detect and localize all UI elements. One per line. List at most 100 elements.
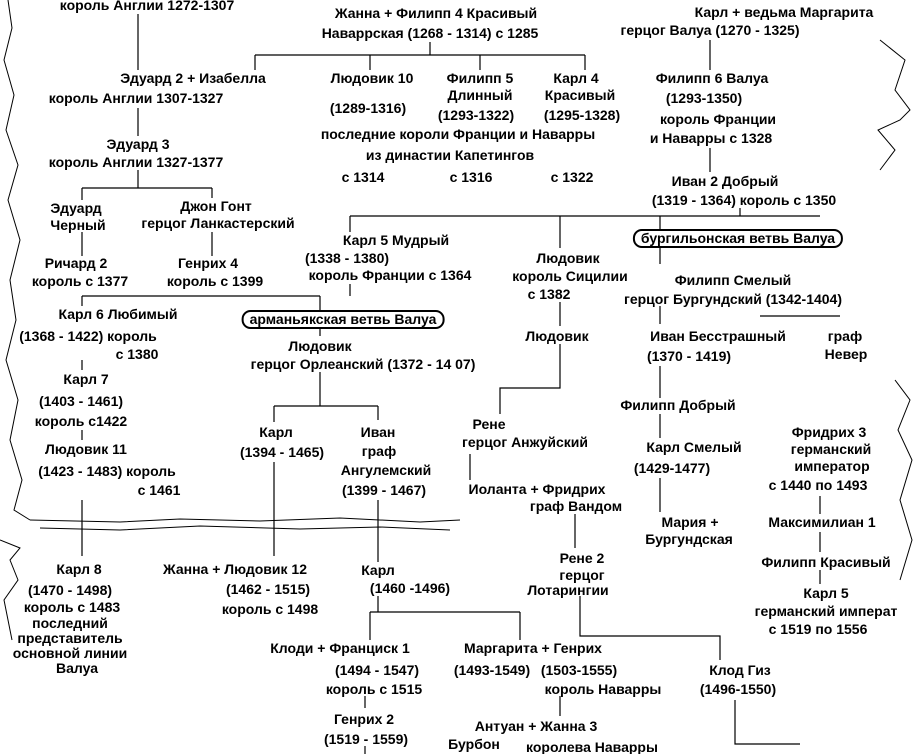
philip6-title-2: и Наварры с 1328: [649, 130, 773, 146]
rene-2: герцог Анжуйский: [462, 434, 588, 450]
line-guise-down: [734, 700, 800, 745]
charles8-t5: Валуа: [56, 660, 98, 676]
line-john2-children: [349, 208, 820, 264]
francis-since: король с 1515: [325, 681, 423, 697]
charles7-since: король с1422: [34, 413, 128, 429]
torn-edge-right: [877, 39, 911, 171]
philip5-a: Филипп 5: [446, 70, 514, 86]
edward2: Эдуард 2 + Изабелла: [120, 70, 266, 86]
capet-last-1: последние короли Франции и Наварры: [320, 126, 596, 142]
john-ang-2: граф: [361, 443, 397, 459]
claude-guise: Клод Гиз: [709, 662, 771, 678]
louis10: Людовик 10: [330, 70, 414, 86]
charles6: Карл 6 Любимый: [58, 306, 178, 322]
charles5: Карл 5 Мудрый: [342, 232, 450, 248]
frederick3-3: император: [794, 458, 870, 474]
louis12-since: король с 1498: [221, 601, 319, 617]
margarita-henry: Маргарита + Генрих: [464, 640, 602, 656]
claude-francis: Клоди + Франциск 1: [270, 640, 410, 656]
maximilian: Максимилиан 1: [768, 514, 876, 530]
charles6-dates: (1368 - 1422) король: [19, 328, 157, 344]
antoine-jeanne3: Антуан + Жанна 3: [474, 718, 598, 734]
charles5-emp-2: германский императ: [754, 603, 898, 619]
philip-bold-1: Филипп Смелый: [674, 272, 792, 288]
philip6-dates: (1293-1350): [665, 90, 743, 106]
charles-bold-dates: (1429-1477): [633, 460, 711, 476]
line-orleans-children: [273, 372, 379, 422]
charles6-since: с 1380: [115, 346, 159, 362]
charles4-a: Карл 4: [553, 70, 599, 86]
charles4-b: Красивый: [544, 87, 616, 103]
torn-edge-left: [3, 0, 31, 521]
maria-2: Бургундская: [645, 531, 733, 547]
henry4-2: король с 1399: [166, 273, 264, 289]
philip-bold-2: герцог Бургундский (1342-1404): [623, 291, 843, 307]
charles5-dates: (1338 - 1380): [304, 250, 390, 266]
charles-valois: Карл + ведьма Маргарита: [694, 4, 874, 20]
philip-good: Филипп Добрый: [620, 397, 736, 413]
yolande-frederick: Иоланта + Фридрих: [468, 481, 606, 497]
henry2: Генрих 2: [333, 711, 395, 727]
line-philip4-children: [254, 42, 586, 70]
philip6-title-1: король Франции: [659, 111, 777, 127]
john-gaunt-2: герцог Ланкастерский: [141, 215, 295, 231]
louis-orleans-2: герцог Орлеанский (1372 - 14 07): [250, 356, 476, 372]
line-edward3-children: [81, 170, 213, 200]
navarre-dates: Наваррская (1268 - 1314) с 1285: [321, 25, 539, 41]
charles8-t3: представитель: [17, 630, 123, 646]
louis12-dates: (1462 - 1515): [225, 581, 311, 597]
armagnac-branch-badge: арманьякская ветвь Валуа: [241, 310, 445, 329]
louis-sicily-1: Людовик: [536, 250, 600, 266]
louis-sicily-3: с 1382: [527, 286, 571, 302]
vaudemont: граф Вандом: [529, 498, 623, 514]
charles-orl-dates: (1394 - 1465): [239, 444, 325, 460]
louis11-since: с 1461: [137, 482, 181, 498]
rene2-2: герцог: [559, 567, 605, 583]
line-philip-bold-john: [659, 306, 840, 324]
frederick3-1: Фридрих 3: [791, 424, 867, 440]
burgundy-branch-badge: бургильонская ветвь Валуа: [632, 229, 844, 248]
claude-guise-dates: (1496-1550): [699, 681, 777, 697]
frederick3-2: германский: [790, 441, 872, 457]
philip-fair: Филипп Красивый: [761, 554, 891, 570]
charles-orl: Карл: [259, 424, 293, 440]
richard2-2: король с 1377: [31, 273, 129, 289]
henry-title: король Наварры: [544, 681, 662, 697]
charles4-dates: (1295-1328): [543, 107, 621, 123]
henry2-dates: (1519 - 1559): [323, 731, 409, 747]
line-rene2-guise: [579, 596, 721, 660]
charles7-dates: (1403 - 1461): [38, 393, 124, 409]
john-ang-1: Иван: [360, 424, 396, 440]
torn-edge-right-lower: [894, 379, 913, 581]
charles5-emp-1: Карл 5: [803, 585, 849, 601]
richard2-1: Ричард 2: [44, 255, 108, 271]
francis-dates: (1494 - 1547): [334, 662, 420, 678]
charles5-title: король Франции с 1364: [308, 267, 472, 283]
louis-son: Людовик: [525, 328, 589, 344]
torn-seam: [29, 517, 461, 523]
queen-navarre: королева Наварры: [526, 739, 658, 754]
john-ang-dates: (1399 - 1467): [341, 482, 427, 498]
john-fearless-dates: (1370 - 1419): [646, 348, 732, 364]
louis11: Людовик 11: [45, 441, 127, 457]
frederick3-4: с 1440 по 1493: [768, 477, 868, 493]
rene-1: Рене: [472, 416, 506, 432]
line-charles5-children: [81, 284, 351, 336]
louis-orleans-1: Людовик: [288, 338, 352, 354]
margarita-dates: (1493-1549): [453, 662, 531, 678]
maria-1: Мария +: [661, 514, 719, 530]
charles7: Карл 7: [63, 371, 109, 387]
louis11-dates: (1423 - 1483) король: [38, 463, 176, 479]
edward2-title: король Англии 1307-1327: [48, 90, 224, 106]
capet-last-2: из династии Капетингов: [365, 147, 535, 163]
charles-valois-title: герцог Валуа (1270 - 1325): [620, 22, 800, 38]
philip5-b: Длинный: [447, 87, 513, 103]
john2-dates: (1319 - 1364) король с 1350: [651, 192, 837, 208]
charles-ang: Карл: [361, 562, 395, 578]
charles-ang-dates: (1460 -1496): [369, 580, 451, 596]
charles8-t2: последний: [32, 615, 108, 631]
john-fearless: Иван Бесстрашный: [650, 328, 786, 344]
edward-black-2: Черный: [50, 217, 106, 233]
